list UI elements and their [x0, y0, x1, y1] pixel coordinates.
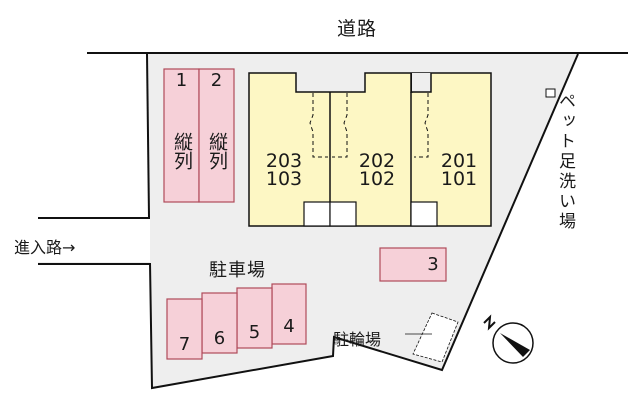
north-compass-icon	[483, 314, 534, 364]
unit-upper: 203	[265, 150, 303, 172]
parking-lot-label: 駐車場	[209, 260, 266, 281]
pet-foot-wash-label: ペット足洗い場	[555, 92, 575, 232]
parking-number-7: 7	[178, 334, 191, 355]
parking-space-1	[163, 68, 200, 203]
building-unit-202-102: 202 102	[353, 150, 401, 190]
building-unit-203-103: 203 103	[260, 150, 308, 190]
parking-space-7	[166, 298, 203, 360]
pet-wash-marker-icon	[545, 88, 556, 98]
unit-upper: 201	[440, 150, 478, 172]
parking-number-2: 2	[210, 70, 223, 91]
parking-note-2: 縦列	[206, 132, 228, 170]
unit-lower: 101	[440, 168, 478, 190]
bicycle-parking-label: 駐輪場	[333, 330, 382, 349]
parking-number-3: 3	[427, 254, 439, 275]
parking-number-4: 4	[283, 316, 295, 337]
unit-upper: 202	[358, 150, 396, 172]
parking-space-6	[201, 292, 238, 354]
bicycle-parking-area	[412, 312, 459, 363]
road-label: 道路	[337, 18, 378, 40]
unit-lower: 103	[265, 168, 303, 190]
parking-number-1: 1	[175, 70, 188, 91]
unit-lower: 102	[358, 168, 396, 190]
parking-note-1: 縦列	[171, 132, 193, 170]
parking-number-6: 6	[213, 328, 226, 349]
building-unit-201-101: 201 101	[435, 150, 483, 190]
entry-road-upper-edge	[38, 216, 150, 219]
entry-road-label: 進入路→	[14, 238, 76, 257]
parking-number-5: 5	[248, 322, 261, 343]
parking-space-2	[198, 68, 235, 203]
parking-space-3	[379, 247, 447, 282]
